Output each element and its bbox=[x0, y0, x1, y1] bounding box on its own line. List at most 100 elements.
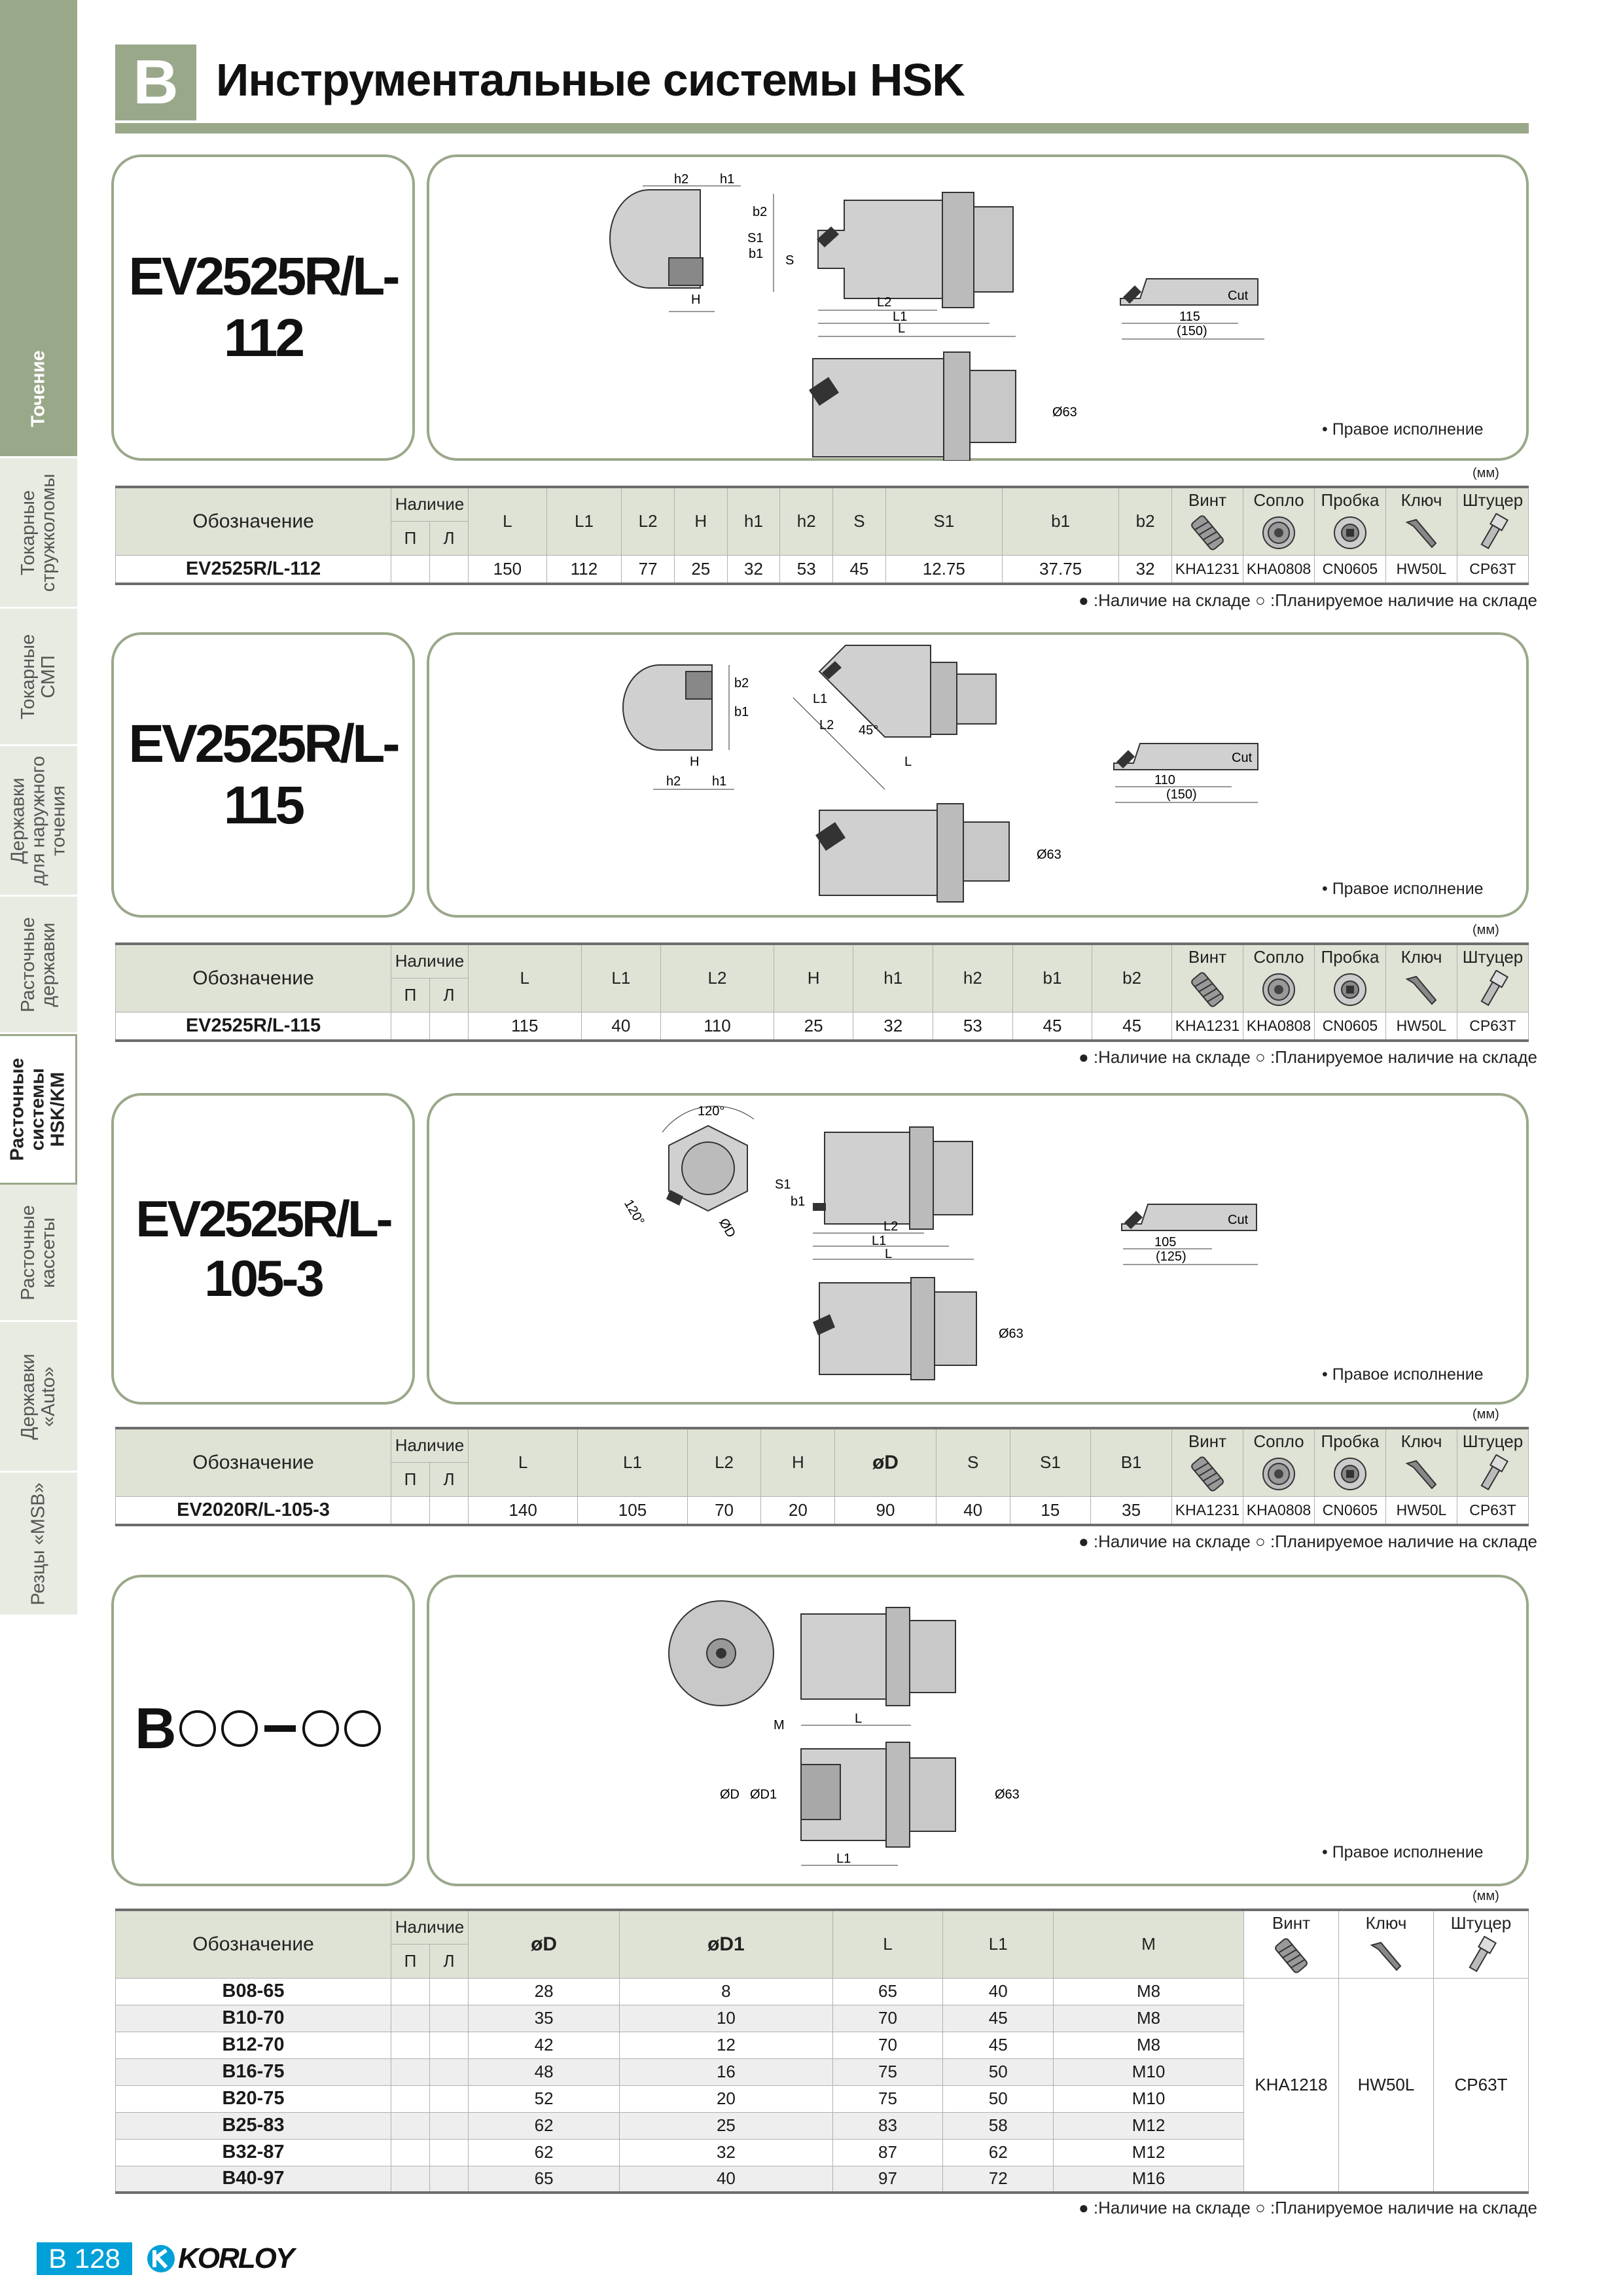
cell: 70 bbox=[832, 2004, 944, 2032]
cell-acc: CN0605 bbox=[1314, 1011, 1386, 1042]
acc-screw: Винт bbox=[1171, 1427, 1243, 1497]
key-icon bbox=[1406, 1460, 1436, 1490]
cell: 87 bbox=[832, 2138, 944, 2166]
fitting-icon bbox=[1478, 970, 1508, 1008]
side-tab-external-holders[interactable]: Державки для наружного точения bbox=[0, 746, 77, 897]
cell-acc: KHA1231 bbox=[1171, 1496, 1243, 1526]
cell: 53 bbox=[779, 554, 834, 585]
fitting-icon bbox=[1478, 1454, 1508, 1492]
cell-acc: CP63T bbox=[1457, 1496, 1529, 1526]
dim-len2: (150) bbox=[1177, 324, 1207, 338]
col-header: øD1 bbox=[619, 1909, 833, 1979]
page-title: Инструментальные системы HSK bbox=[216, 54, 965, 105]
acc-label: Штуцер bbox=[1462, 490, 1524, 511]
acc-key: Ключ bbox=[1338, 1909, 1434, 1979]
side-tab-msb-tools[interactable]: Резцы «MSB» bbox=[0, 1473, 77, 1617]
chapter-badge: B bbox=[115, 45, 196, 120]
side-tab-turning[interactable]: Точение bbox=[0, 321, 77, 458]
side-tab-chipbreakers[interactable]: Токарные стружколомы bbox=[0, 458, 77, 609]
row-code: EV2525R/L-115 bbox=[115, 1011, 391, 1042]
tool-drawing-b-series: L M ØD ØD1 Ø63 L1 bbox=[668, 1600, 1020, 1866]
dim-len1: 105 bbox=[1154, 1235, 1176, 1249]
col-header: h2 bbox=[933, 942, 1013, 1013]
cell: 72 bbox=[942, 2165, 1054, 2194]
dim-L2: L2 bbox=[819, 718, 834, 732]
dim-L1: L1 bbox=[813, 692, 827, 706]
cell: 10 bbox=[619, 2004, 833, 2032]
acc-fitting: Штуцер bbox=[1457, 1427, 1529, 1497]
side-tab-cartridges[interactable]: Расточные кассеты bbox=[0, 1185, 77, 1322]
acc-label: Ключ bbox=[1400, 1431, 1442, 1452]
row-avail-p bbox=[391, 2165, 430, 2194]
acc-label: Винт bbox=[1188, 490, 1227, 511]
nozzle-icon bbox=[1262, 1458, 1295, 1491]
side-tab-boring-bars[interactable]: Расточные державки bbox=[0, 897, 77, 1034]
row-avail-p bbox=[391, 2004, 430, 2032]
cell: 32 bbox=[619, 2138, 833, 2166]
side-tab-label: Расточные кассеты bbox=[18, 1204, 59, 1300]
dim-cut: Cut bbox=[1228, 1213, 1249, 1227]
col-header: øD bbox=[834, 1427, 936, 1497]
col-header: h1 bbox=[853, 942, 934, 1013]
acc-fitting: Штуцер bbox=[1457, 486, 1529, 556]
col-header: B1 bbox=[1090, 1427, 1172, 1497]
col-header: S1 bbox=[1009, 1427, 1092, 1497]
col-designation: Обозначение bbox=[115, 942, 391, 1013]
side-tab-auto-holders[interactable]: Державки «Auto» bbox=[0, 1322, 77, 1473]
col-header: H bbox=[760, 1427, 836, 1497]
cell: 77 bbox=[621, 554, 675, 585]
side-tab-label: Державки для наружного точения bbox=[7, 755, 69, 886]
dim-D: ØD bbox=[716, 1216, 738, 1240]
acc-plug: Пробка bbox=[1314, 1427, 1386, 1497]
header-rule bbox=[115, 123, 1529, 134]
acc-label: Штуцер bbox=[1462, 947, 1524, 967]
col-header: L1 bbox=[580, 942, 662, 1013]
col-header: H bbox=[673, 486, 728, 556]
table-row: EV2525R/L-115 115 40 110 25 32 53 45 45 … bbox=[115, 1011, 1529, 1042]
cell: 25 bbox=[619, 2111, 833, 2140]
dim-L: L bbox=[898, 321, 905, 336]
side-tab-label: Резцы «MSB» bbox=[27, 1482, 49, 1605]
row-avail-p bbox=[391, 1011, 430, 1042]
dim-H: H bbox=[690, 755, 699, 769]
side-tab-inserts[interactable]: Токарные СМП bbox=[0, 609, 77, 746]
dim-dia: Ø63 bbox=[995, 1787, 1020, 1802]
dim-angle-2: 120° bbox=[621, 1197, 647, 1228]
cell: 110 bbox=[660, 1011, 774, 1042]
acc-screw: Винт bbox=[1171, 486, 1243, 556]
acc-nozzle: Сопло bbox=[1243, 486, 1315, 556]
col-header: S1 bbox=[885, 486, 1003, 556]
side-tab-boring-hsk-km[interactable]: Расточные системы HSK/KM bbox=[0, 1034, 77, 1185]
cell: 83 bbox=[832, 2111, 944, 2140]
dim-D: ØD bbox=[720, 1787, 740, 1802]
b-series-prefix: B bbox=[135, 1696, 177, 1761]
acc-label: Сопло bbox=[1253, 490, 1304, 511]
cell: 112 bbox=[546, 554, 622, 585]
cell: 115 bbox=[468, 1011, 582, 1042]
row-avail-l bbox=[429, 2031, 469, 2059]
tool-drawing-ev2525-115: b2 b1 H h2 h1 L1 L2 45° L Ø63 Cut 110 (1… bbox=[622, 645, 1258, 903]
brand-name: KORLOY bbox=[178, 2242, 294, 2274]
dim-dia: Ø63 bbox=[1052, 405, 1077, 420]
cell: 32 bbox=[726, 554, 781, 585]
dim-b2: b2 bbox=[753, 205, 767, 219]
right-version-note: • Правое исполнение bbox=[1322, 420, 1484, 439]
cell-acc: HW50L bbox=[1385, 554, 1457, 585]
col-header: M bbox=[1053, 1909, 1244, 1979]
table-row: EV2525R/L-112 150 112 77 25 32 53 45 12.… bbox=[115, 554, 1529, 585]
acc-label: Пробка bbox=[1321, 1431, 1380, 1452]
dim-b1: b1 bbox=[749, 247, 763, 261]
cell: 40 bbox=[580, 1011, 662, 1042]
acc-label: Ключ bbox=[1365, 1913, 1407, 1933]
side-tab-label: Токарные СМП bbox=[18, 634, 59, 719]
cell: 58 bbox=[942, 2111, 1054, 2140]
cell: 97 bbox=[832, 2165, 944, 2194]
cell: M10 bbox=[1053, 2058, 1244, 2086]
col-designation: Обозначение bbox=[115, 486, 391, 556]
col-availability: Наличие bbox=[391, 1909, 469, 1945]
col-avail-p: П bbox=[391, 1943, 430, 1979]
cell: M8 bbox=[1053, 1977, 1244, 2005]
